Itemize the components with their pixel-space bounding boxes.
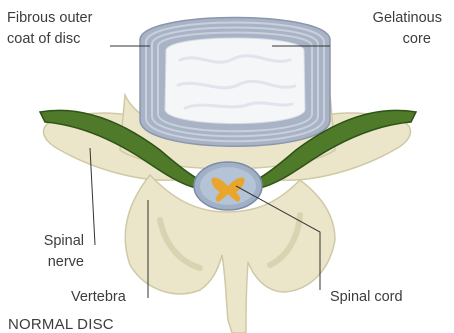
label-spinal-cord: Spinal cord — [330, 287, 403, 308]
diagram-caption: NORMAL DISC — [8, 316, 114, 333]
label-spinal-nerve: Spinal nerve — [18, 231, 84, 273]
gelatinous-core — [165, 38, 305, 124]
label-gelatinous-line2: core — [373, 29, 442, 50]
label-fibrous-line1: Fibrous outer — [7, 8, 92, 29]
label-vertebra: Vertebra — [71, 287, 126, 308]
label-gelatinous-core: Gelatinous core — [373, 8, 442, 50]
label-spinal-nerve-line1: Spinal — [18, 231, 84, 252]
label-fibrous-line2: coat of disc — [7, 29, 92, 50]
intervertebral-disc — [140, 18, 330, 147]
label-spinal-nerve-line2: nerve — [18, 252, 84, 273]
spinal-cord — [194, 162, 262, 210]
label-fibrous-outer-coat: Fibrous outer coat of disc — [7, 8, 92, 50]
label-gelatinous-line1: Gelatinous — [373, 8, 442, 29]
